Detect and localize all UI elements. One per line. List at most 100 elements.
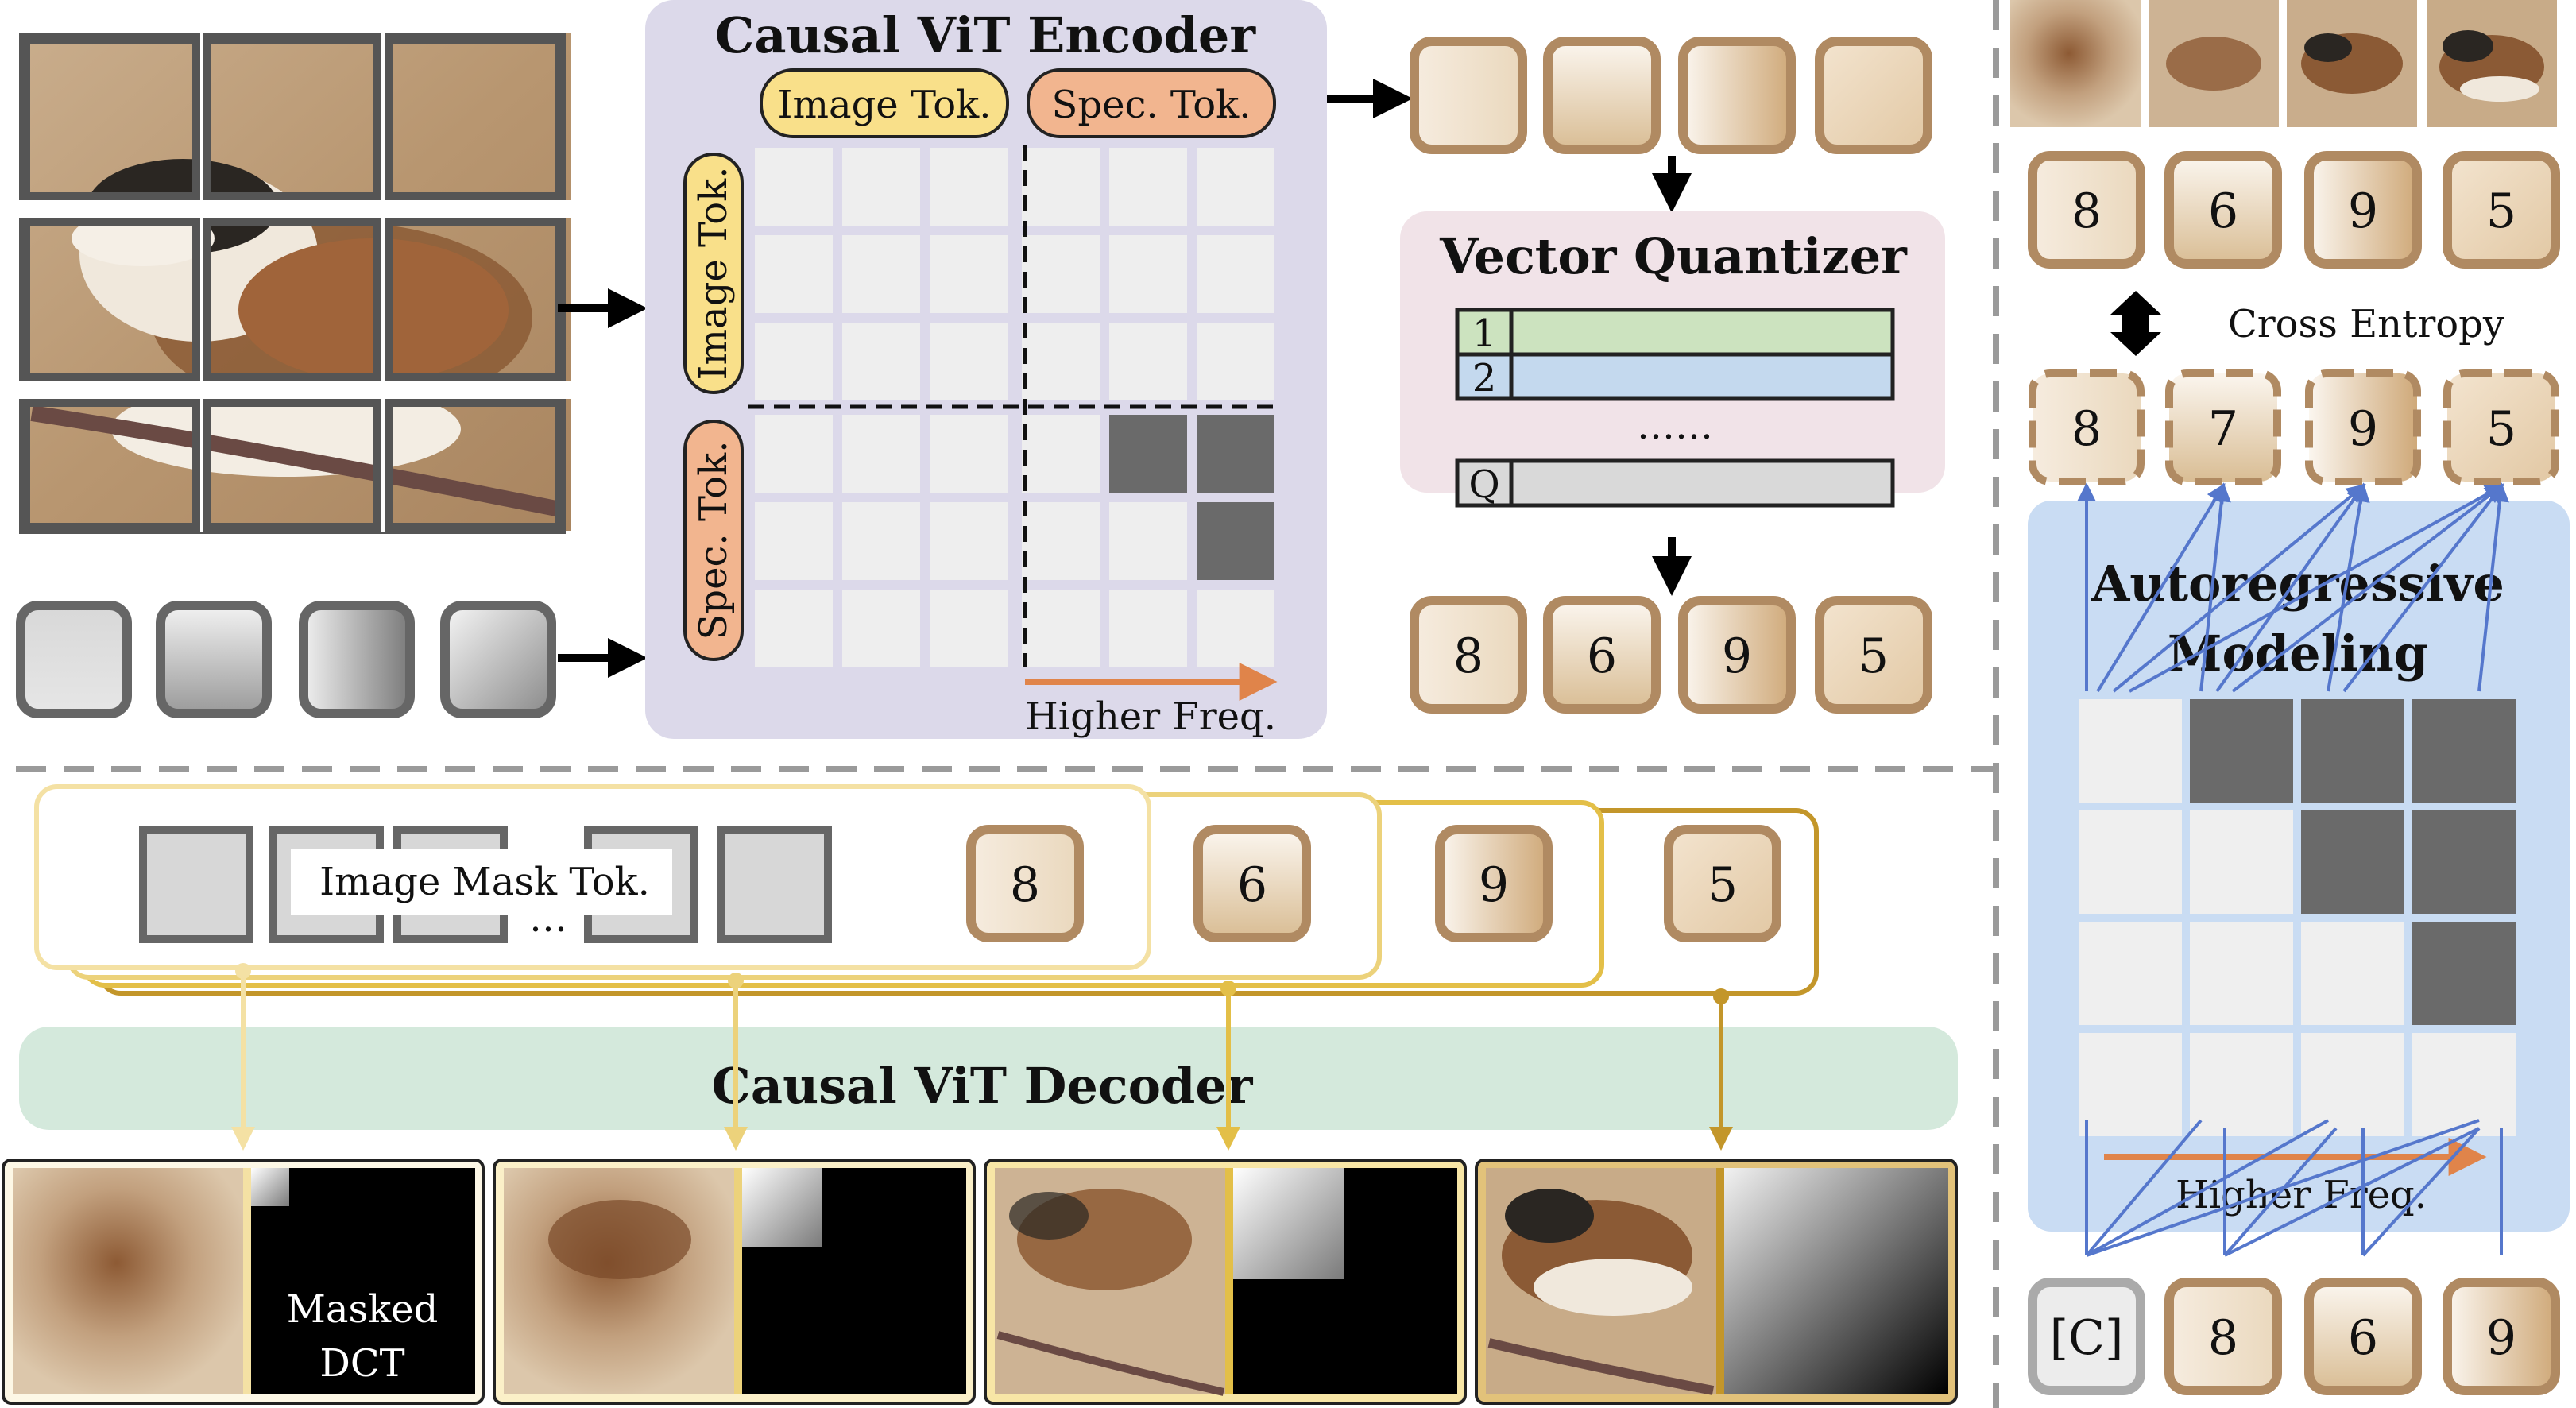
predicted-code — [2443, 369, 2559, 485]
attention-cell — [1197, 323, 1274, 400]
pill-row-spec-tok — [683, 420, 744, 661]
attention-cell — [1022, 148, 1100, 226]
predicted-codes: 8 7 9 5 — [2029, 369, 2559, 485]
predicted-code-label: 5 — [2486, 401, 2516, 457]
pill-spec-tok — [1027, 68, 1276, 138]
attention-cell — [755, 148, 833, 226]
attention-cell — [1197, 415, 1274, 493]
codebook-index-1: 1 — [1472, 311, 1497, 356]
target-code-label: 5 — [2486, 184, 2516, 239]
continuous-token — [1815, 37, 1932, 154]
predicted-code — [2165, 369, 2281, 485]
predicted-code-label: 9 — [2348, 401, 2378, 457]
code-token-label: 6 — [1587, 629, 1617, 684]
decoder-code-token — [1435, 825, 1553, 942]
mask-token-label: Image Mask Tok. — [319, 860, 650, 904]
target-thumbnails — [2010, 0, 2557, 127]
pill-row-image-tok — [683, 153, 744, 394]
vector-quantizer: Vector Quantizer 1 2 …… Q — [1400, 211, 1945, 508]
ar-attention-cell — [2301, 699, 2404, 803]
target-code-label: 6 — [2208, 184, 2238, 239]
attention-cell — [1197, 235, 1274, 313]
mask-token-ellipsis: … — [529, 896, 567, 941]
ar-attention-cell — [2412, 1033, 2516, 1136]
code-token-label: 8 — [1453, 629, 1483, 684]
decoder-code-token — [1193, 825, 1311, 942]
codebook-ellipsis: …… — [1637, 404, 1713, 448]
codebook-entry-q — [1455, 458, 1895, 508]
ar-attention-cell — [2301, 810, 2404, 914]
predicted-code-label: 8 — [2071, 401, 2102, 457]
continuous-token — [1410, 37, 1527, 154]
attention-cell — [842, 502, 920, 580]
attention-cell — [755, 502, 833, 580]
attention-cell — [1109, 502, 1187, 580]
decoder-code-token — [966, 825, 1084, 942]
attention-cell — [1022, 502, 1100, 580]
discrete-codes: 8 6 9 5 — [1410, 596, 1932, 714]
ar-attention-cell — [2412, 922, 2516, 1025]
codebook-entry-1 — [1455, 308, 1895, 357]
spectral-token — [156, 601, 272, 718]
attention-cell — [842, 323, 920, 400]
ar-attention-cell — [2301, 922, 2404, 1025]
decoder-connectors — [231, 963, 1733, 1151]
target-code-label: 8 — [2071, 184, 2102, 239]
ar-title-line1: Autoregressive — [2091, 555, 2504, 613]
attention-cell — [930, 235, 1008, 313]
attention-cell — [930, 148, 1008, 226]
mask-token — [139, 826, 253, 943]
decoder-output-2 — [493, 1159, 976, 1405]
spectral-input-tokens — [16, 601, 556, 718]
attention-cell — [755, 235, 833, 313]
target-code — [2443, 151, 2560, 269]
code-token — [1410, 596, 1527, 714]
attention-cell — [1022, 323, 1100, 400]
ar-attention-cell — [2412, 810, 2516, 914]
attention-cell — [1197, 590, 1274, 667]
ar-input-lines — [2085, 1119, 2503, 1257]
attention-cell — [1109, 323, 1187, 400]
target-code — [2164, 151, 2282, 269]
decoder-output-1: Masked DCT — [2, 1159, 485, 1405]
attention-cell — [842, 590, 920, 667]
attention-cell — [1022, 590, 1100, 667]
ar-input-token-label: 6 — [2348, 1310, 2378, 1366]
ar-attention-cell — [2412, 699, 2516, 803]
class-token-label: [C] — [2050, 1310, 2124, 1366]
code-token-label: 9 — [1722, 629, 1752, 684]
causal-vit-decoder — [19, 1027, 1958, 1130]
ar-attention-grid — [2079, 699, 2516, 1136]
code-token — [1678, 596, 1796, 714]
pill-image-tok-label: Image Tok. — [777, 83, 991, 127]
quantizer-title: Vector Quantizer — [1439, 227, 1908, 285]
attention-cell — [1197, 502, 1274, 580]
ar-input-token — [2443, 1278, 2560, 1395]
target-code-label: 9 — [2348, 184, 2378, 239]
predicted-code — [2029, 369, 2145, 485]
ar-input-token-label: 8 — [2208, 1310, 2238, 1366]
attention-cell — [930, 323, 1008, 400]
attention-cell — [755, 590, 833, 667]
decoder-title: Causal ViT Decoder — [712, 1057, 1254, 1115]
ar-input-token — [2164, 1278, 2282, 1395]
ar-attention-cell — [2079, 810, 2182, 914]
target-codes: 8 6 9 5 — [2028, 151, 2560, 269]
spectral-token — [16, 601, 132, 718]
continuous-tokens — [1410, 37, 1932, 154]
masked-dct-line1: Masked — [287, 1287, 439, 1332]
decoder-output-3 — [984, 1159, 1467, 1405]
pill-image-tok — [760, 68, 1009, 138]
attention-cell — [1109, 235, 1187, 313]
attention-cell — [842, 415, 920, 493]
ar-attention-cell — [2079, 1033, 2182, 1136]
decoder-stacked-inputs: Image Mask Tok. … 8 6 9 5 — [34, 784, 1819, 996]
masked-dct-line2: DCT — [319, 1341, 404, 1386]
decoder-code-token-label: 9 — [1479, 857, 1509, 913]
ar-attention-cell — [2079, 922, 2182, 1025]
input-image-patches — [0, 32, 572, 534]
decoder-code-token-label: 6 — [1237, 857, 1267, 913]
attention-cell — [1109, 590, 1187, 667]
spectral-token — [440, 601, 556, 718]
mask-token — [717, 826, 832, 943]
